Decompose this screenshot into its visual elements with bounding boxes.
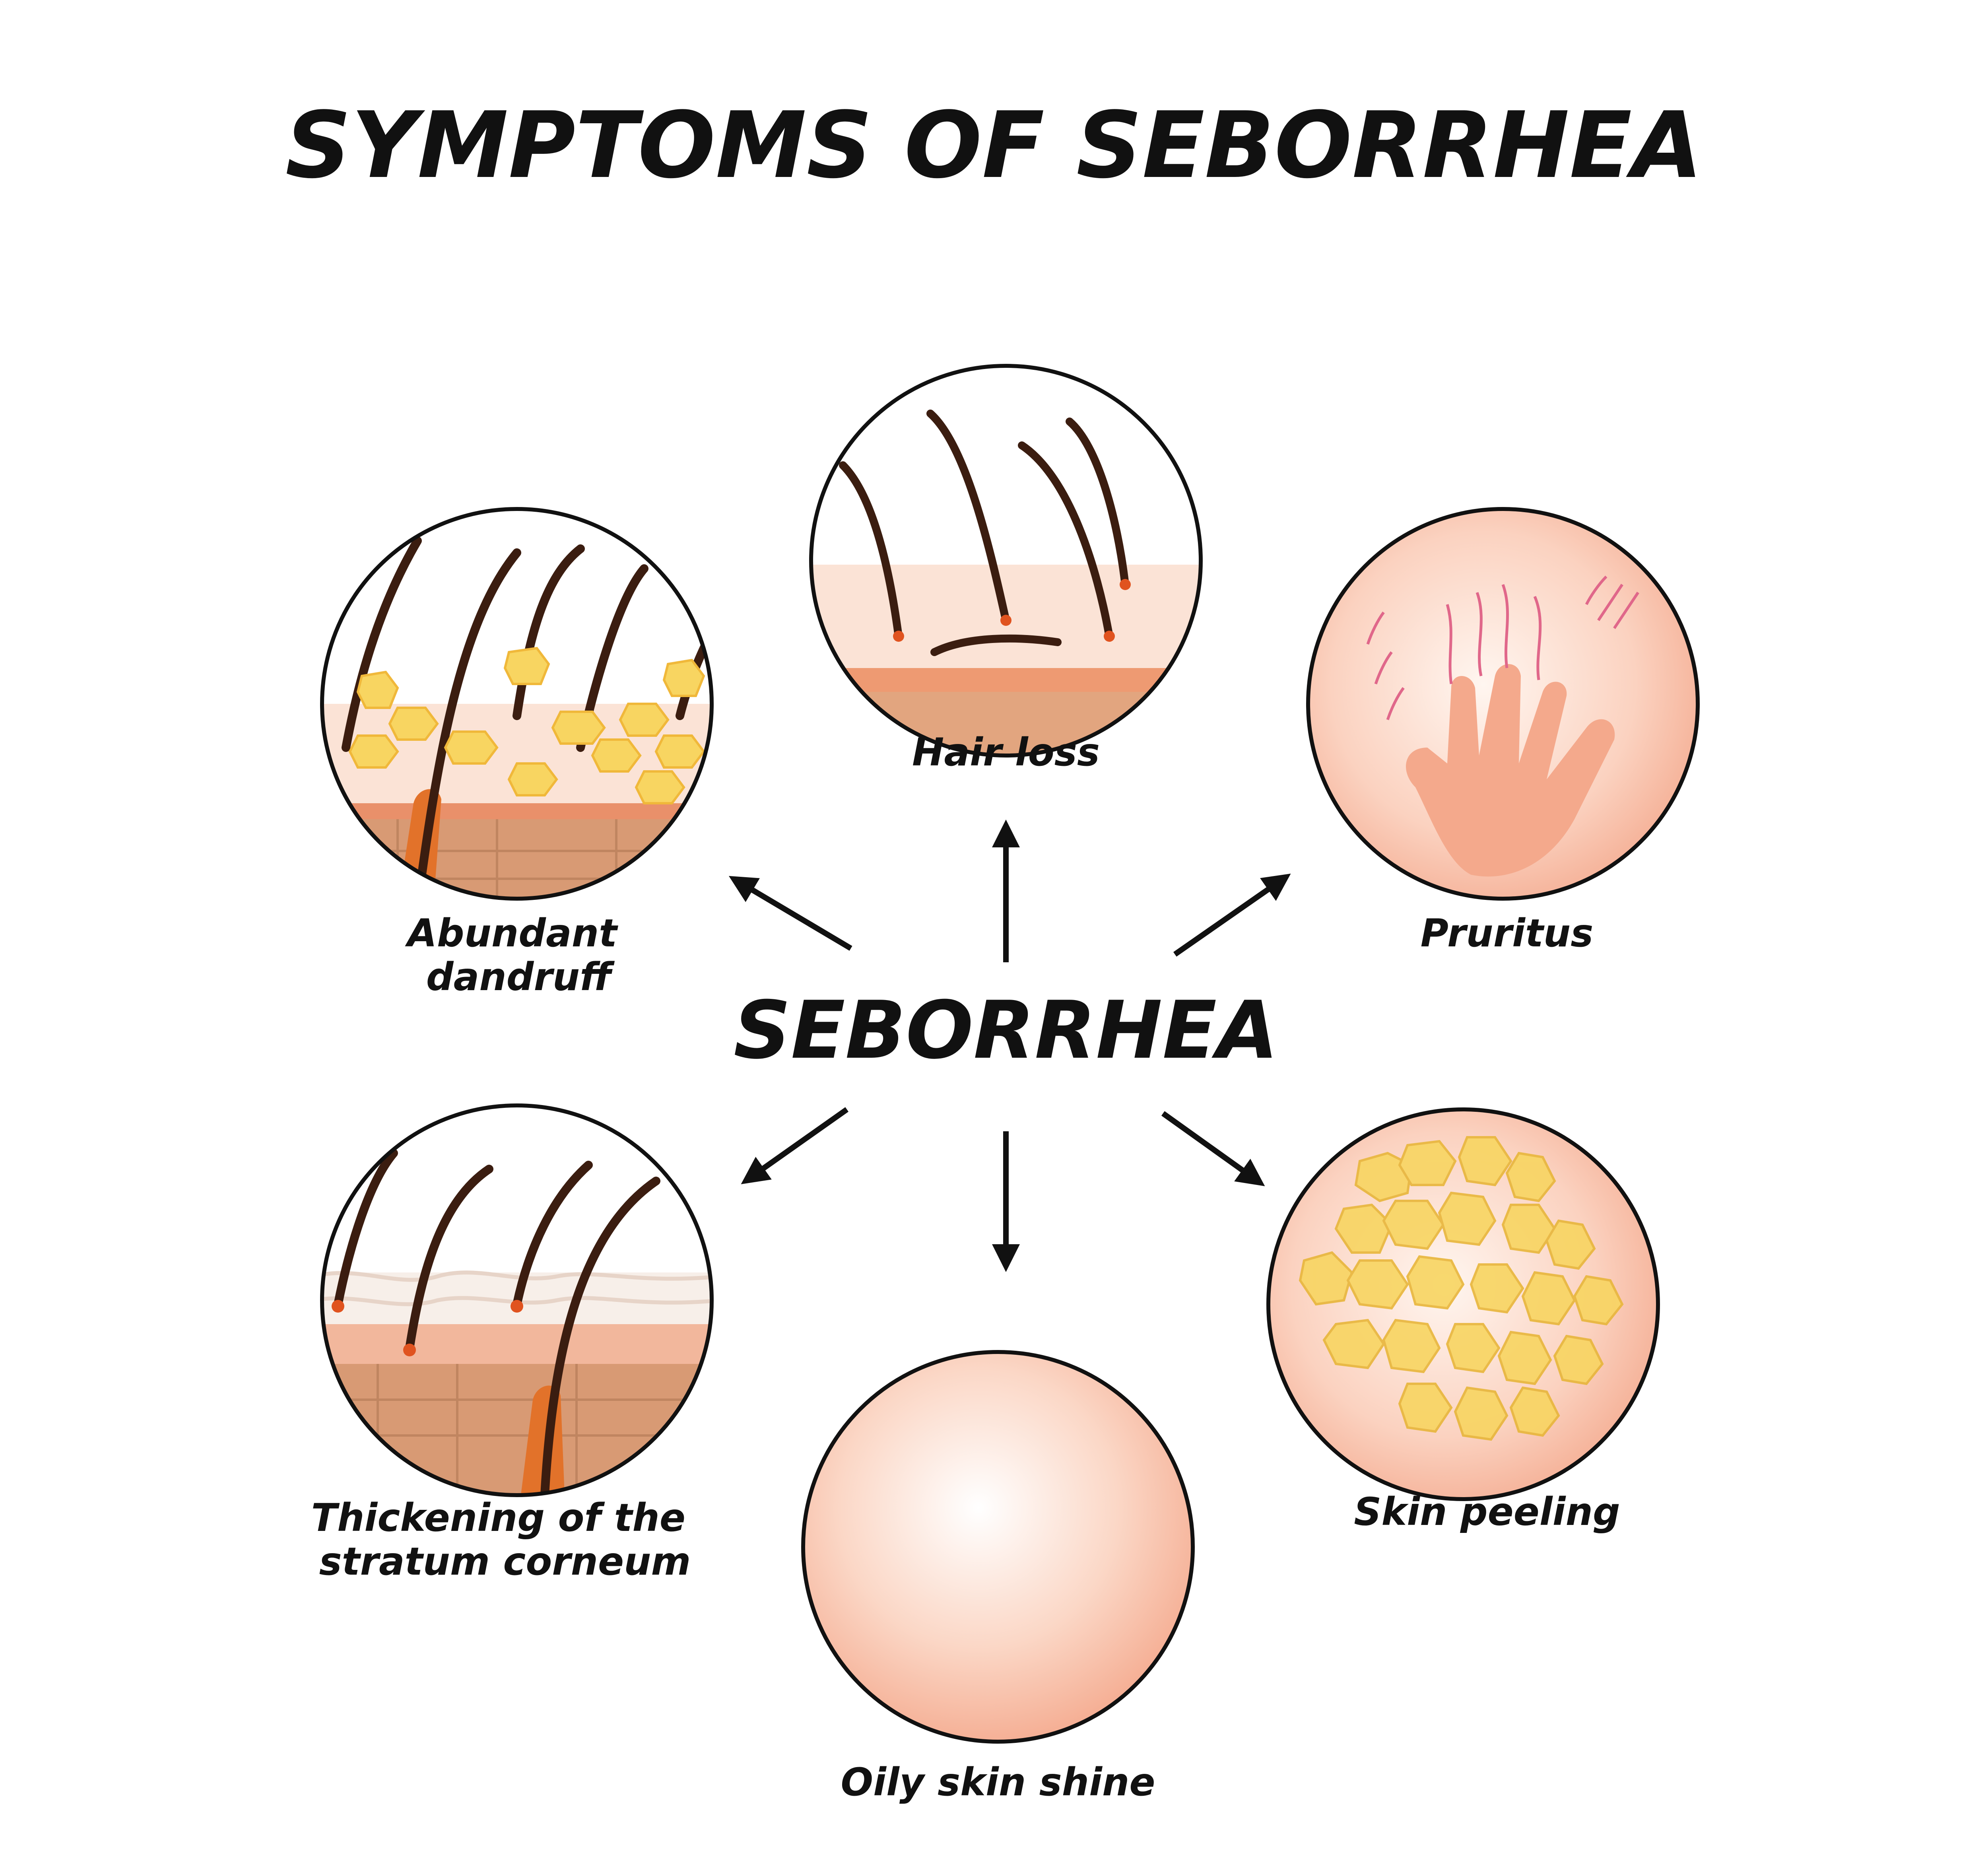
- itchy-hand-icon: [1306, 507, 1700, 901]
- label-skin-peeling: Skin peeling: [1354, 1490, 1620, 1534]
- label-pruritus: Pruritus: [1421, 911, 1594, 956]
- label-abundant-dandruff: Abundant dandruff: [405, 911, 631, 999]
- label-hair-loss: Hair loss: [912, 730, 1100, 775]
- arrow-to-skin-peeling: [1161, 1111, 1265, 1187]
- label-oily-skin-shine: Oily skin shine: [841, 1760, 1155, 1804]
- arrow-to-thickening: [741, 1107, 849, 1185]
- dandruff-icon: [320, 507, 714, 901]
- page-title: SYMPTOMS OF SEBORRHEA: [285, 93, 1703, 199]
- arrow-to-pruritus: [1173, 873, 1291, 957]
- arrows: [728, 820, 1291, 1272]
- thick-skin-layer-icon: [320, 1103, 714, 1497]
- skin-flakes-icon: [1266, 1107, 1660, 1501]
- label-thickening-stratum-corneum: Thickening of the stratum corneum: [311, 1496, 699, 1584]
- oily-skin-icon: [801, 1350, 1195, 1744]
- arrow-to-dandruff: [728, 876, 852, 951]
- center-label: SEBORRHEA: [734, 984, 1278, 1077]
- hair-loss-icon: [809, 364, 1203, 758]
